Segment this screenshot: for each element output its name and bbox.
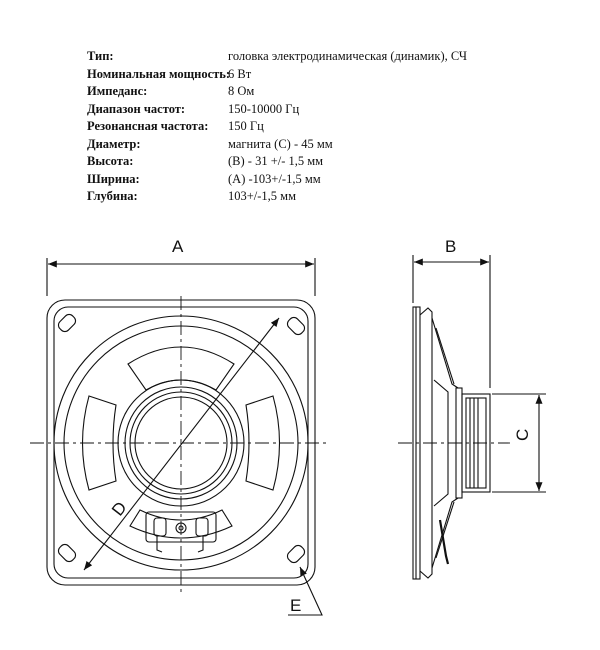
spec-value: 150-10000 Гц (228, 101, 300, 116)
dimension-a (46, 258, 316, 296)
mounting-slot (286, 316, 306, 336)
spec-key: Ширина: (87, 171, 140, 186)
front-centerlines (30, 296, 330, 594)
mounting-slot (57, 543, 77, 563)
spec-key: Импеданс: (87, 84, 148, 98)
label-a: A (172, 237, 184, 256)
mounting-slots (57, 313, 306, 564)
spec-value: 150 Гц (228, 119, 264, 133)
spec-key: Глубина: (87, 189, 138, 203)
spec-key: Номинальная мощность: (87, 66, 231, 81)
spec-value: 6 Вт (228, 66, 252, 81)
terminal-lead (156, 536, 163, 553)
basket-rib (435, 327, 455, 385)
leader-line-e (288, 566, 323, 616)
spec-key: Диаметр: (87, 136, 141, 151)
side-terminal (438, 519, 450, 565)
spec-key: Тип: (87, 49, 114, 63)
spec-key: Диапазон частот: (87, 101, 186, 116)
spec-value: головка электродинамическая (динамик), С… (228, 49, 468, 63)
mounting-slot (286, 544, 306, 564)
dimension-c (492, 393, 546, 493)
spec-value: (А) -103+/-1,5 мм (228, 171, 321, 186)
basket-side-bottom (431, 497, 459, 569)
spec-key: Высота: (87, 154, 134, 168)
dimension-b (412, 255, 491, 388)
front-view (30, 258, 330, 616)
spec-key: Резонансная частота: (87, 119, 209, 133)
basket-side-top (431, 317, 459, 389)
label-c: C (513, 429, 532, 441)
terminal-pad (195, 517, 209, 537)
spec-value: 8 Ом (228, 84, 255, 98)
dimension-line-d (83, 317, 280, 571)
label-e: E (290, 596, 301, 615)
spec-value: (В) - 31 +/- 1,5 мм (228, 154, 324, 168)
terminal-lead (197, 536, 204, 553)
terminal-pad (153, 517, 167, 537)
side-view (398, 255, 546, 580)
spec-value: 103+/-1,5 мм (228, 189, 297, 203)
label-b: B (445, 237, 456, 256)
label-d: D (108, 498, 131, 519)
mounting-slot (57, 313, 77, 333)
basket-rib (435, 501, 455, 559)
spec-value: магнита (С) - 45 мм (228, 136, 333, 151)
